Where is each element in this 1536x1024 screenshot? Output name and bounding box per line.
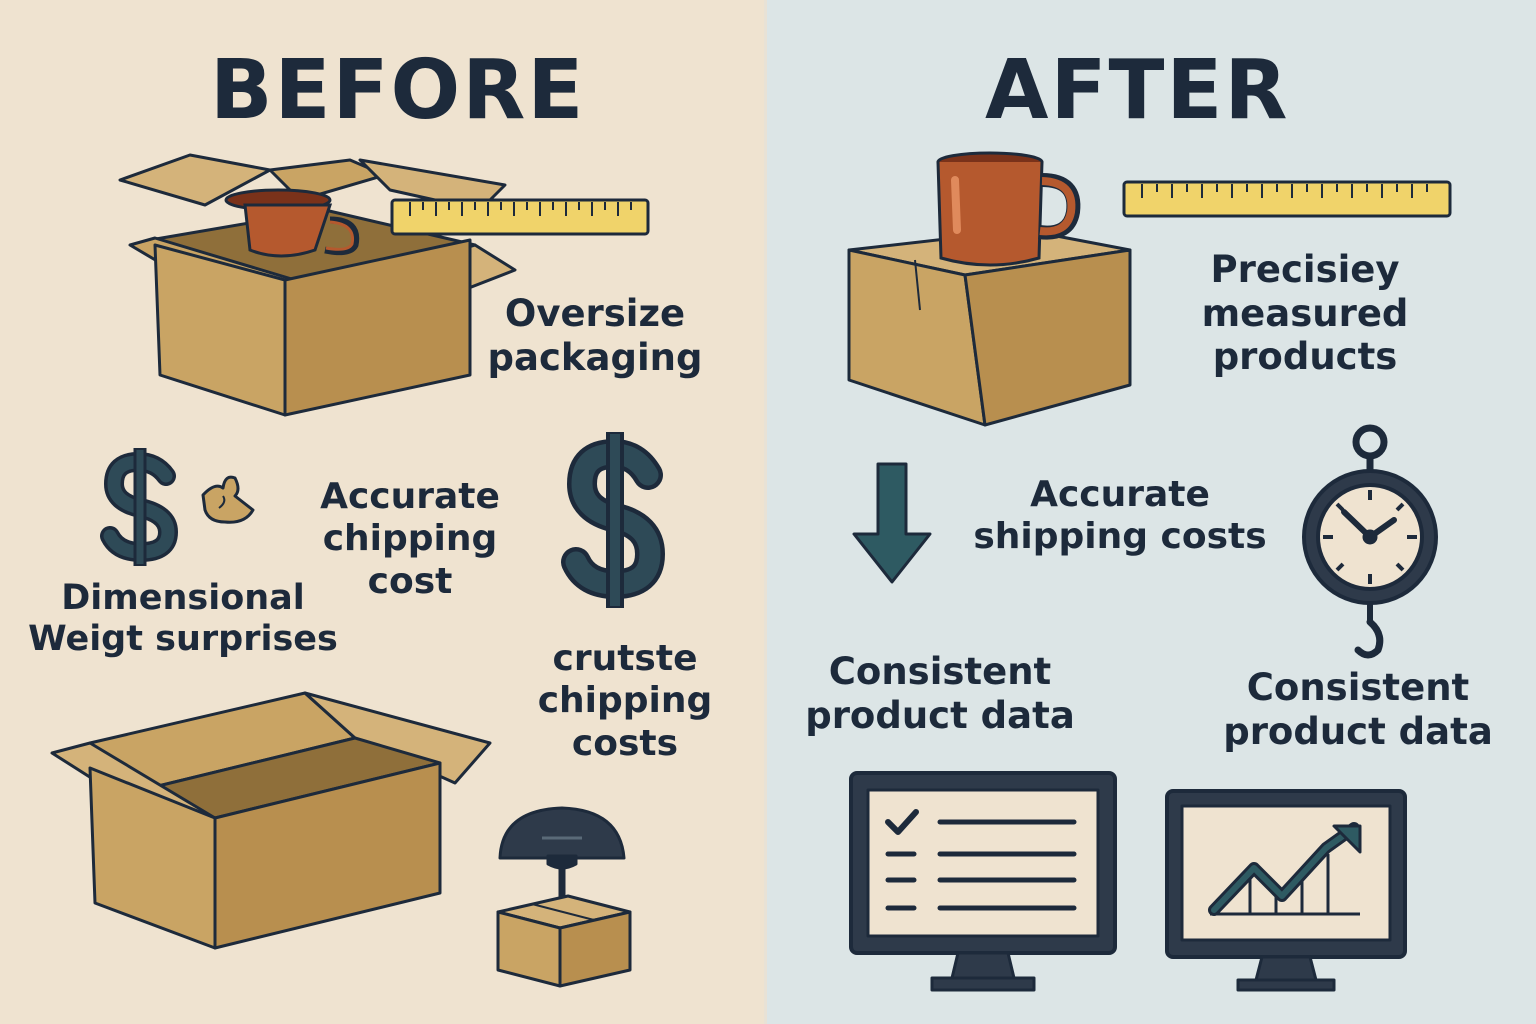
closed-box-icon — [494, 880, 634, 988]
label-precisely-measured: Precisiey measured products — [1201, 248, 1409, 379]
oversize-box-illustration — [110, 150, 530, 420]
label-dimensional-weight: Dimensional Weigt surprises — [28, 578, 338, 660]
label-consistent-product-data-left: Consistent product data — [805, 650, 1075, 737]
mug-icon — [936, 151, 1081, 267]
ruler-icon — [1122, 180, 1452, 218]
bag-icon — [195, 470, 257, 528]
label-crutste-chipping-costs: crutste chipping costs — [537, 638, 713, 764]
hanging-scale-icon — [1298, 424, 1442, 664]
label-consistent-product-data-right: Consistent product data — [1223, 666, 1493, 753]
before-title: BEFORE — [210, 43, 586, 138]
dollar-icon — [96, 448, 186, 566]
after-title: AFTER — [985, 43, 1290, 138]
label-oversize-packaging: Oversize packaging — [487, 292, 703, 379]
checklist-monitor-icon — [848, 770, 1118, 992]
dollar-icon — [560, 430, 670, 610]
desk-lamp-icon — [492, 806, 632, 986]
mug-icon — [224, 188, 360, 258]
closed-box-icon — [845, 150, 1135, 430]
down-arrow-icon — [850, 462, 934, 586]
growth-chart-monitor-icon — [1164, 788, 1408, 992]
panel-divider — [764, 0, 767, 1024]
ruler-icon — [390, 198, 650, 236]
label-accurate-chipping-cost: Accurate chipping cost — [320, 476, 500, 602]
label-accurate-shipping-costs: Accurate shipping costs — [973, 474, 1267, 558]
open-box-icon — [50, 688, 495, 950]
